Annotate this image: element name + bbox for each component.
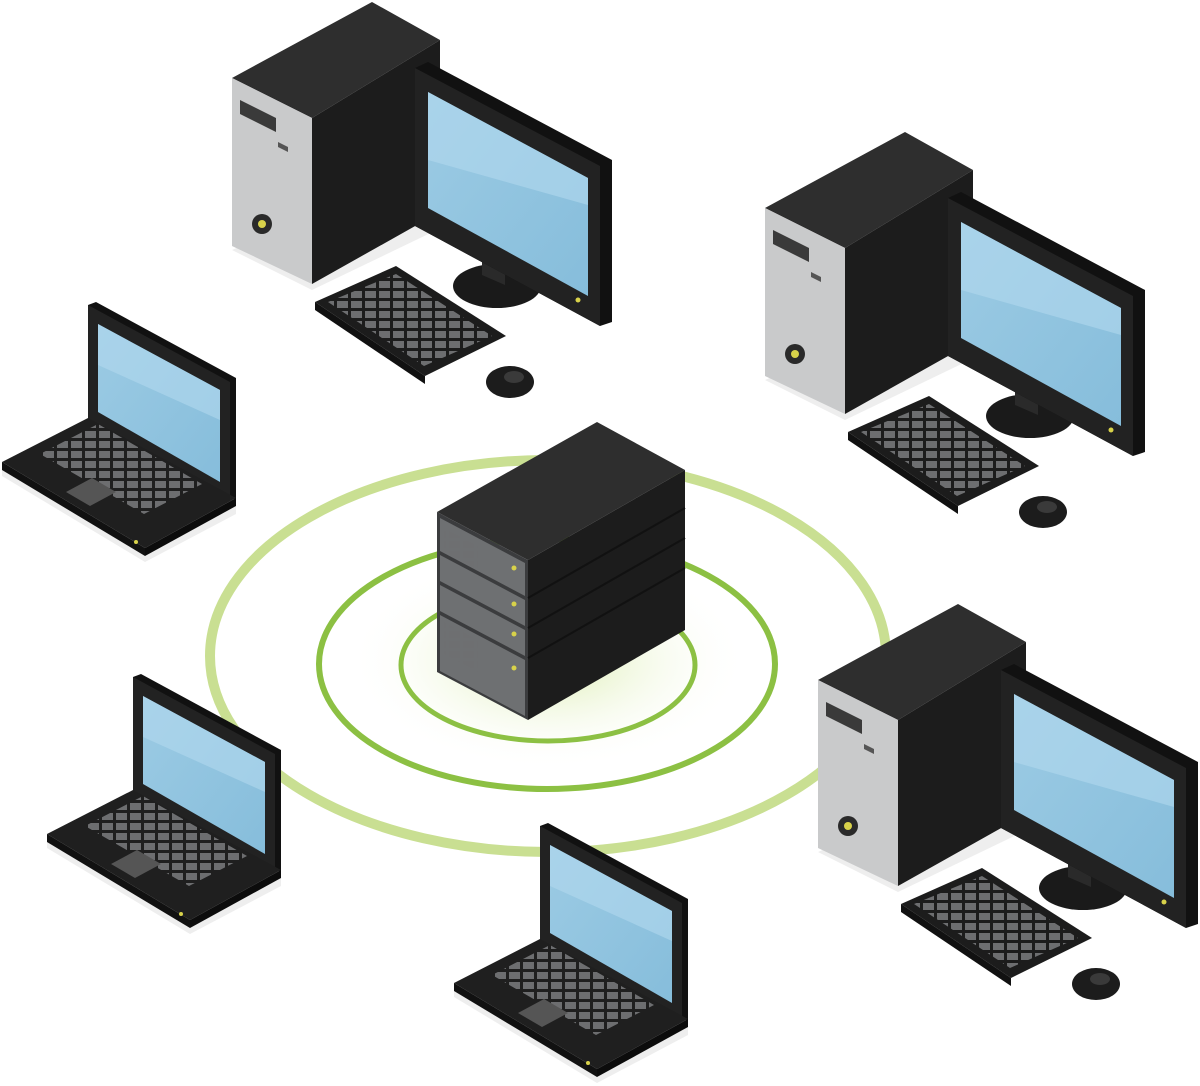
desktop-computer-right: [765, 132, 1145, 528]
desktop-computer-top-left: [232, 2, 612, 398]
laptop-bottom-center: [454, 823, 688, 1083]
laptop-top-left: [2, 302, 236, 562]
laptop-bottom-left: [47, 674, 281, 934]
server-units: [440, 518, 525, 716]
server-rack: [437, 422, 686, 720]
desktop-computer-bottom-right: [818, 604, 1198, 1000]
